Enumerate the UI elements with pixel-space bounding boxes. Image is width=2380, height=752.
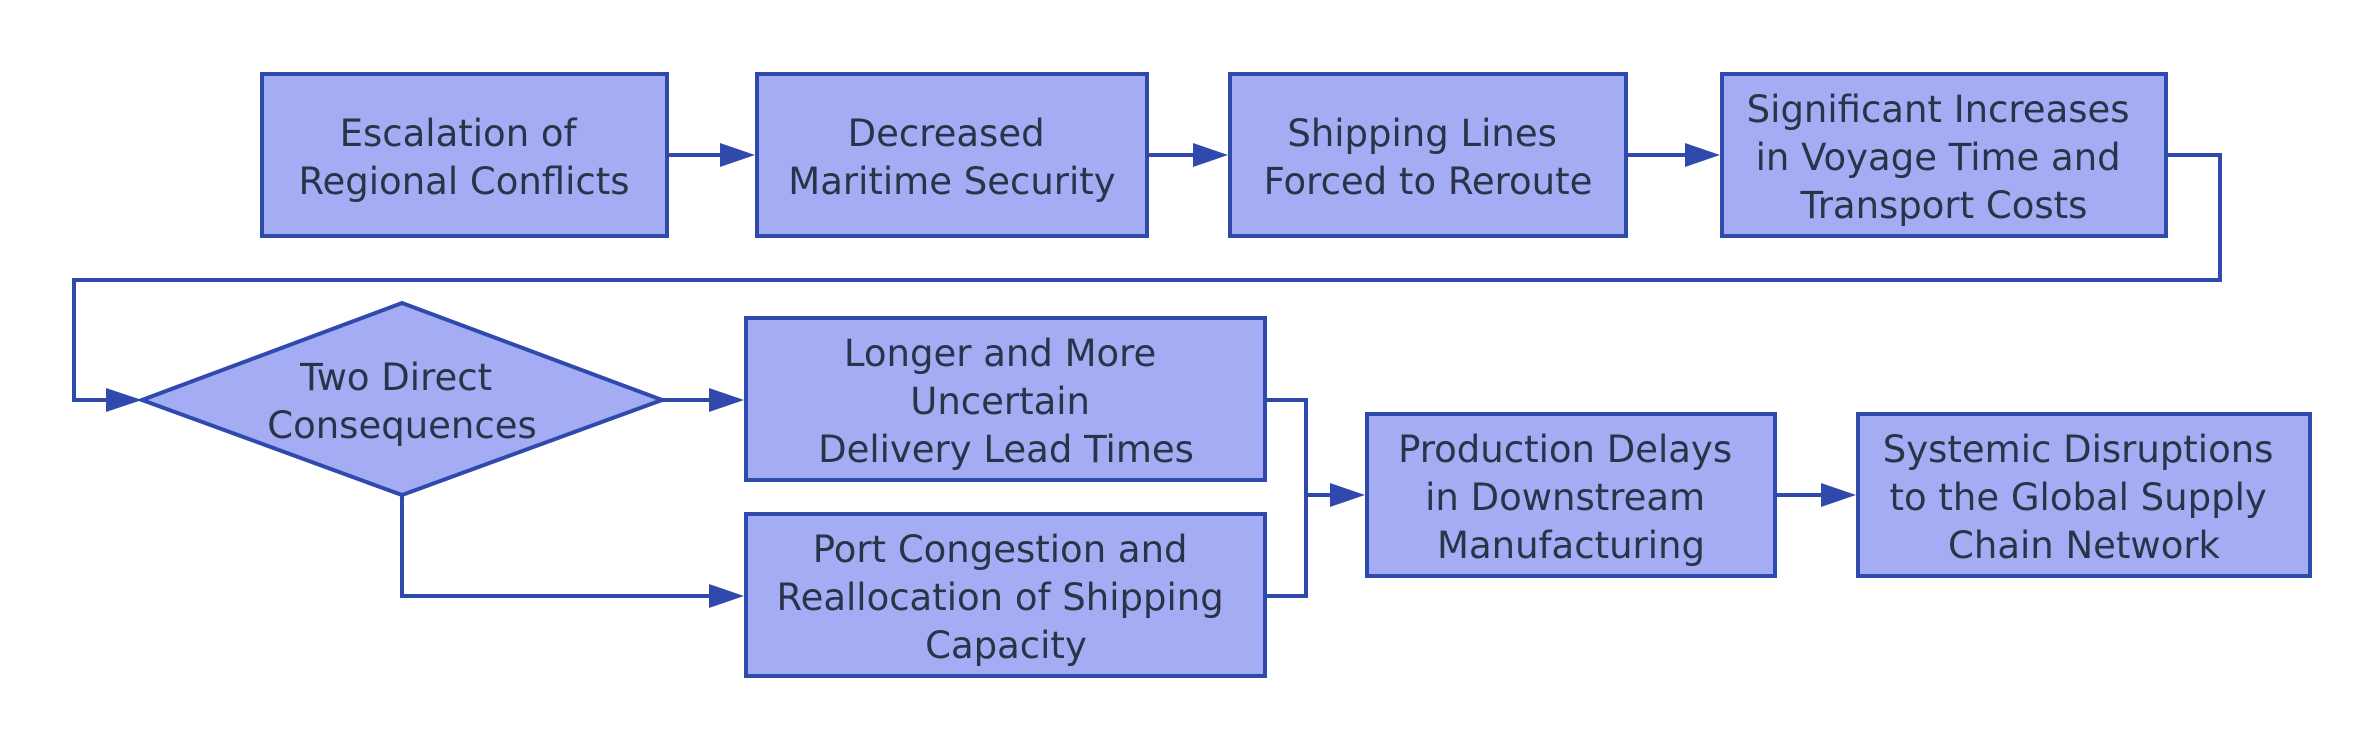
node-congestion: Port Congestion and Reallocation of Ship…	[744, 512, 1267, 678]
node-production-box	[1365, 412, 1777, 578]
node-escalation-line-2: Regional Conflicts	[298, 160, 629, 203]
node-costs-line-3: Transport Costs	[1800, 184, 2088, 227]
node-disruptions-box	[1856, 412, 2312, 578]
node-production-label: Production Delays in Downstream Manufact…	[1398, 428, 1744, 567]
node-congestion-label: Port Congestion and Reallocation of Ship…	[777, 528, 1236, 667]
node-consequences-line-1: Two Direct	[299, 356, 492, 399]
node-security-box	[755, 72, 1149, 238]
node-leadtimes-label: Longer and More Uncertain Delivery Lead …	[818, 332, 1194, 471]
node-congestion-line-3: Capacity	[925, 624, 1087, 667]
node-escalation: Escalation of Regional Conflicts	[260, 72, 669, 238]
node-disruptions-line-3: Chain Network	[1948, 524, 2221, 567]
node-production-line-3: Manufacturing	[1437, 524, 1705, 567]
node-reroute-label: Shipping Lines Forced to Reroute	[1264, 112, 1593, 203]
node-congestion-line-1: Port Congestion and	[813, 528, 1188, 571]
node-consequences: Two Direct Consequences	[136, 300, 668, 498]
node-reroute-box	[1228, 72, 1628, 238]
node-congestion-box	[744, 512, 1267, 678]
node-disruptions: Systemic Disruptions to the Global Suppl…	[1856, 412, 2312, 578]
edge-consequences-to-congestion-line	[400, 495, 712, 598]
arrowhead-icon	[1330, 483, 1365, 507]
edge-consequences-to-congestion	[400, 495, 744, 608]
edge-congestion-to-production	[1265, 483, 1365, 598]
node-production-line-2: in Downstream	[1425, 476, 1705, 519]
node-production: Production Delays in Downstream Manufact…	[1365, 412, 1777, 578]
node-costs-line-1: Significant Increases	[1747, 88, 2130, 131]
node-security: Decreased Maritime Security	[755, 72, 1149, 238]
node-leadtimes: Longer and More Uncertain Delivery Lead …	[744, 316, 1267, 482]
node-escalation-label: Escalation of Regional Conflicts	[298, 112, 629, 203]
node-consequences-line-2: Consequences	[267, 404, 537, 447]
arrowhead-icon	[709, 584, 744, 608]
edge-costs-to-consequences	[72, 153, 2222, 412]
node-escalation-line-1: Escalation of	[340, 112, 578, 155]
edge-leadtimes-to-production	[1265, 398, 1333, 497]
arrowhead-icon	[106, 388, 142, 412]
node-reroute: Shipping Lines Forced to Reroute	[1228, 72, 1628, 238]
node-security-line-2: Maritime Security	[788, 160, 1115, 203]
edge-security-to-reroute	[1147, 143, 1228, 167]
node-congestion-line-2: Reallocation of Shipping	[777, 576, 1224, 619]
node-costs: Significant Increases in Voyage Time and…	[1720, 72, 2168, 238]
node-consequences-diamond	[136, 300, 668, 498]
node-costs-label: Significant Increases in Voyage Time and…	[1747, 88, 2142, 227]
node-security-label: Decreased Maritime Security	[788, 112, 1115, 203]
node-reroute-line-1: Shipping Lines	[1287, 112, 1557, 155]
node-leadtimes-line-1: Longer and More	[844, 332, 1156, 375]
edge-reroute-to-costs	[1626, 143, 1720, 167]
node-leadtimes-line-3: Delivery Lead Times	[818, 428, 1194, 471]
arrowhead-icon	[709, 388, 744, 412]
node-leadtimes-line-2: Uncertain	[910, 380, 1090, 423]
arrowhead-icon	[720, 143, 755, 167]
node-reroute-line-2: Forced to Reroute	[1264, 160, 1593, 203]
edge-congestion-to-production-line	[1265, 493, 1333, 598]
node-disruptions-line-2: to the Global Supply	[1889, 476, 2266, 519]
arrowhead-icon	[1821, 483, 1856, 507]
arrowhead-icon	[1685, 143, 1720, 167]
node-disruptions-line-1: Systemic Disruptions	[1883, 428, 2274, 471]
edge-costs-to-consequences-line	[72, 153, 2222, 402]
edge-production-to-disruptions	[1775, 483, 1856, 507]
node-costs-line-2: in Voyage Time and	[1756, 136, 2121, 179]
node-consequences-label: Two Direct Consequences	[267, 356, 537, 447]
edge-escalation-to-security	[667, 143, 755, 167]
node-escalation-box	[260, 72, 669, 238]
node-disruptions-label: Systemic Disruptions to the Global Suppl…	[1883, 428, 2285, 567]
node-security-line-1: Decreased	[848, 112, 1045, 155]
node-production-line-1: Production Delays	[1398, 428, 1732, 471]
arrowhead-icon	[1193, 143, 1228, 167]
edge-consequences-to-leadtimes	[662, 388, 744, 412]
edge-leadtimes-to-production-line	[1265, 398, 1333, 497]
node-leadtimes-box	[744, 316, 1267, 482]
